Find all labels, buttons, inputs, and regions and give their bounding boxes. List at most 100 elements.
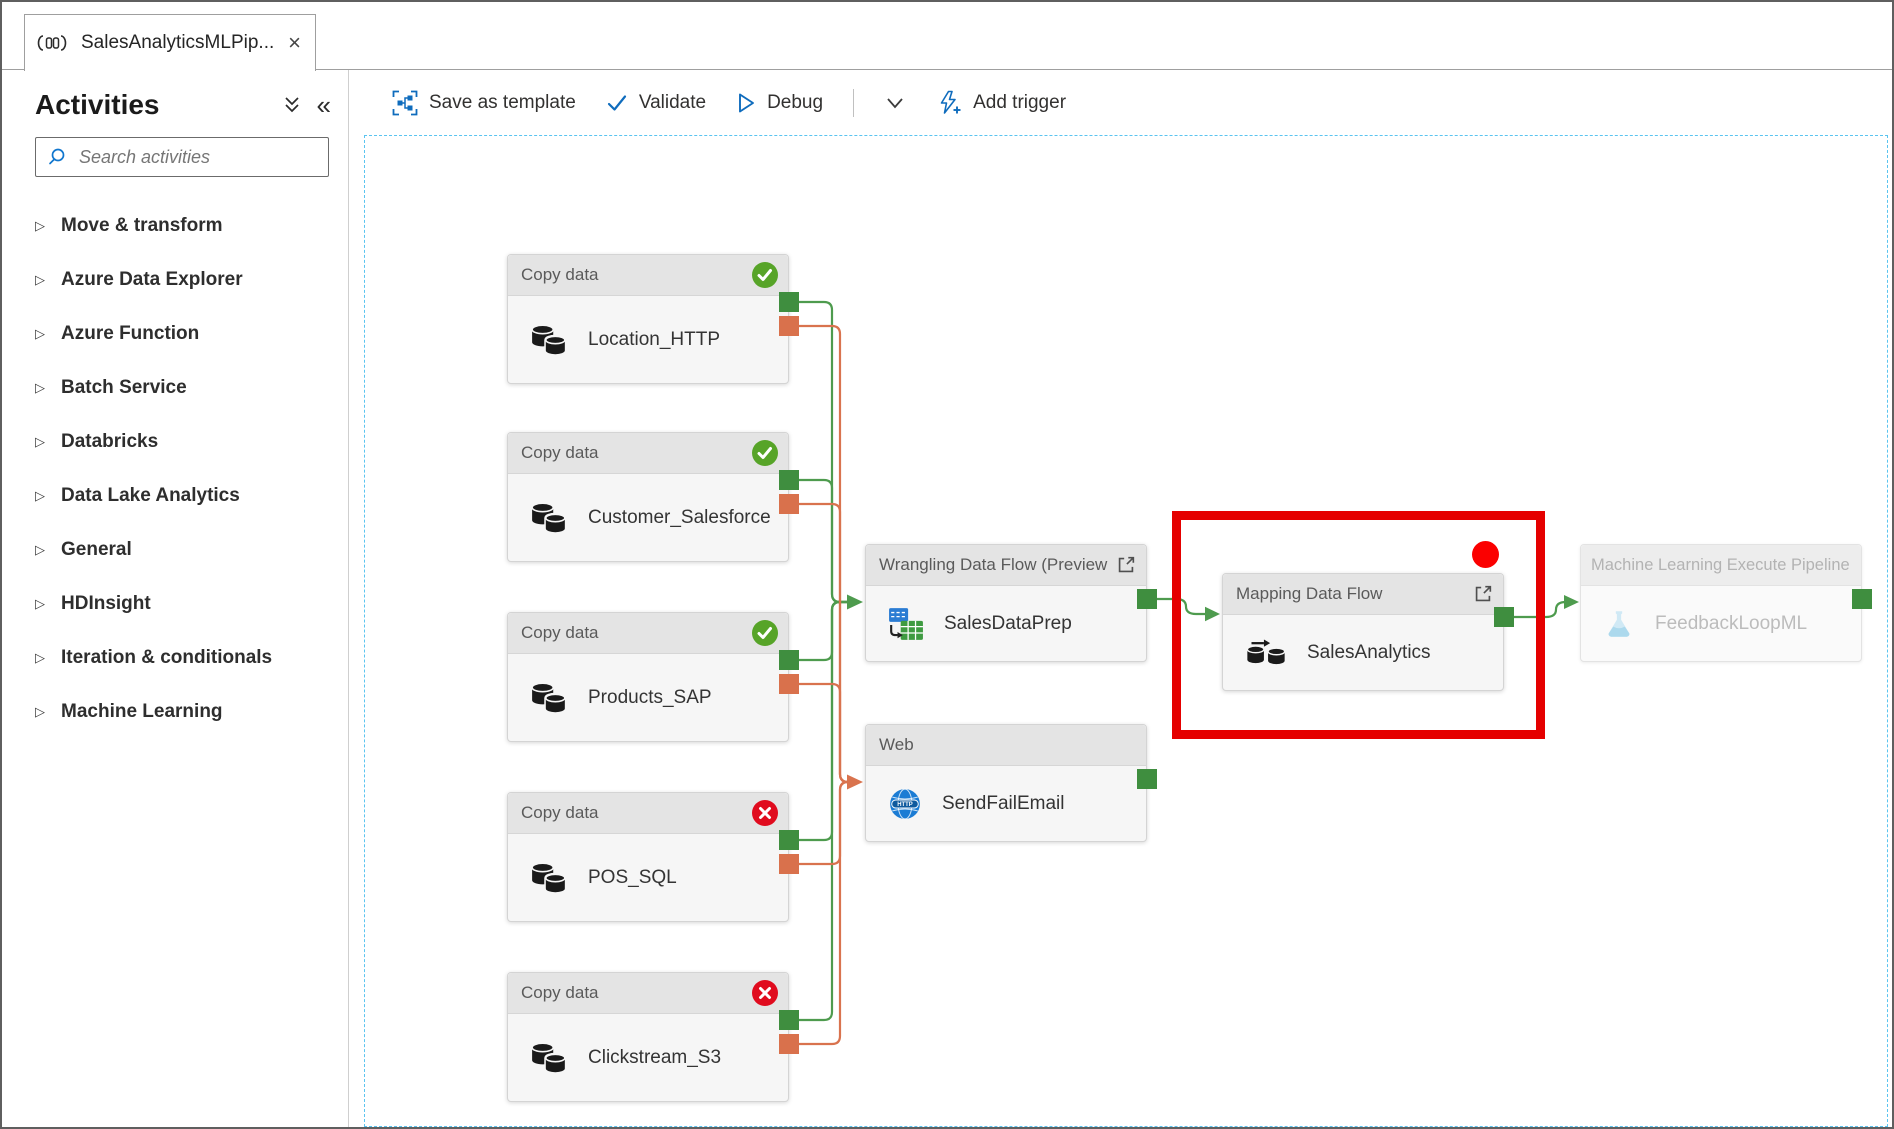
activity-categories: ▷Move & transform ▷Azure Data Explorer ▷… — [35, 199, 348, 739]
chevron-right-icon: ▷ — [35, 272, 45, 287]
node-name-label: POS_SQL — [588, 866, 677, 888]
node-header: Copy data — [508, 613, 788, 654]
open-external-icon[interactable] — [1115, 554, 1137, 576]
sidebar-item-databricks[interactable]: ▷Databricks — [35, 415, 348, 469]
node-header: Wrangling Data Flow (Preview — [866, 545, 1146, 586]
output-port-failure[interactable] — [779, 1034, 799, 1054]
sidebar-item-data-lake-analytics[interactable]: ▷Data Lake Analytics — [35, 469, 348, 523]
open-external-icon[interactable] — [1472, 583, 1494, 605]
activities-sidebar: Activities « ▷Move & transform ▷Azure Da… — [4, 71, 348, 1125]
output-port-success[interactable] — [1137, 589, 1157, 609]
chevron-right-icon: ▷ — [35, 326, 45, 341]
sidebar-item-move-and-transform[interactable]: ▷Move & transform — [35, 199, 348, 253]
activity-node-sendfailemail[interactable]: Web HTTP SendFailEmail — [865, 724, 1147, 842]
chevron-right-icon: ▷ — [35, 380, 45, 395]
search-input[interactable] — [77, 145, 320, 169]
add-trigger-button[interactable]: Add trigger — [936, 90, 1066, 116]
output-port-failure[interactable] — [779, 494, 799, 514]
node-header: Copy data — [508, 973, 788, 1014]
node-body: HTTP SendFailEmail — [866, 766, 1146, 841]
copy-data-icon — [530, 861, 567, 894]
sidebar-item-general[interactable]: ▷General — [35, 523, 348, 577]
output-port-success[interactable] — [779, 650, 799, 670]
play-icon — [739, 93, 755, 112]
activity-node-products-sap[interactable]: Copy data Products_SAP — [507, 612, 789, 742]
output-port-success[interactable] — [779, 830, 799, 850]
status-success-icon — [752, 440, 778, 466]
sidebar-item-label: General — [61, 539, 132, 560]
http-web-icon: HTTP — [890, 788, 920, 819]
debug-dropdown-chevron-icon[interactable] — [884, 94, 906, 112]
tab-title: SalesAnalyticsMLPip... — [81, 32, 275, 53]
node-name-label: Products_SAP — [588, 686, 712, 708]
sidebar-item-label: Move & transform — [61, 215, 223, 236]
node-body: Customer_Salesforce — [508, 474, 788, 561]
activity-node-location-http[interactable]: Copy data Location_HTTP — [507, 254, 789, 384]
node-body: Products_SAP — [508, 654, 788, 741]
activity-output-ports — [779, 292, 1872, 1054]
tabstrip-divider — [2, 69, 1892, 70]
status-success-icon — [752, 262, 778, 288]
output-port-success[interactable] — [779, 1010, 799, 1030]
sidebar-item-azure-data-explorer[interactable]: ▷ Azure Data Explorer — [35, 253, 348, 307]
wrangling-data-flow-icon — [889, 607, 923, 640]
chevron-right-icon: ▷ — [35, 596, 45, 611]
node-name-label: Location_HTTP — [588, 328, 721, 350]
node-name-label: SalesAnalytics — [1307, 641, 1431, 663]
activity-node-feedbackloopml[interactable]: Machine Learning Execute Pipeline Feedba… — [1580, 544, 1862, 662]
node-name-label: Customer_Salesforce — [588, 506, 771, 528]
copy-data-icon — [530, 323, 567, 356]
checkmark-icon — [607, 94, 626, 111]
sidebar-item-label: Batch Service — [61, 377, 187, 398]
sidebar-item-iteration-and-conditionals[interactable]: ▷Iteration & conditionals — [35, 631, 348, 685]
svg-text:HTTP: HTTP — [897, 802, 913, 808]
activities-title: Activities — [35, 89, 160, 120]
node-type-label: Web — [879, 735, 914, 754]
node-type-label: Copy data — [521, 623, 599, 642]
collapse-panel-icon[interactable]: « — [316, 90, 331, 120]
validate-button[interactable]: Validate — [606, 92, 706, 114]
activity-node-salesdataprep[interactable]: Wrangling Data Flow (Preview SalesDataPr… — [865, 544, 1147, 662]
activity-node-customer-salesforce[interactable]: Copy data Customer_Salesforce — [507, 432, 789, 562]
sidebar-item-label: Machine Learning — [61, 701, 223, 722]
node-type-label: Wrangling Data Flow (Preview — [879, 555, 1108, 574]
sidebar-item-hdinsight[interactable]: ▷ HDInsight — [35, 577, 348, 631]
output-port-failure[interactable] — [779, 316, 799, 336]
save-as-template-label: Save as template — [429, 91, 576, 113]
status-failed-icon — [752, 980, 778, 1006]
mapping-data-flow-icon — [1246, 639, 1286, 666]
status-failed-icon — [752, 800, 778, 826]
save-as-template-button[interactable]: Save as template — [392, 90, 576, 116]
sidebar-item-label: HDInsight — [61, 593, 151, 614]
node-header: Web — [866, 725, 1146, 766]
output-port-success[interactable] — [1137, 769, 1157, 789]
close-icon[interactable]: × — [288, 30, 301, 55]
sidebar-item-label: Databricks — [61, 431, 159, 452]
debug-button[interactable]: Debug — [736, 92, 823, 114]
activity-node-clickstream-s3[interactable]: Copy data Clickstream_S3 — [507, 972, 789, 1102]
node-header: Copy data — [508, 793, 788, 834]
node-body: SalesDataPrep — [866, 586, 1146, 661]
node-header: Mapping Data Flow — [1223, 574, 1503, 615]
output-port-failure[interactable] — [779, 854, 799, 874]
node-body: SalesAnalytics — [1223, 615, 1503, 690]
output-port-failure[interactable] — [779, 674, 799, 694]
output-port-success[interactable] — [1852, 589, 1872, 609]
output-port-success[interactable] — [1494, 607, 1514, 627]
sidebar-item-machine-learning[interactable]: ▷ Machine Learning — [35, 685, 348, 739]
pipeline-tab[interactable]: SalesAnalyticsMLPip... × — [24, 14, 316, 71]
activity-node-pos-sql[interactable]: Copy data POS_SQL — [507, 792, 789, 922]
search-activities-box — [35, 137, 329, 177]
sidebar-item-batch-service[interactable]: ▷ Batch Service — [35, 361, 348, 415]
output-port-success[interactable] — [779, 470, 799, 490]
node-type-label: Copy data — [521, 265, 599, 284]
collapse-all-icon[interactable] — [281, 94, 303, 116]
activity-node-salesanalytics[interactable]: Mapping Data Flow SalesAnalytics — [1222, 573, 1504, 691]
pipeline-icon — [37, 35, 67, 51]
chevron-right-icon: ▷ — [35, 704, 45, 719]
node-type-label: Machine Learning Execute Pipeline — [1591, 555, 1850, 574]
sidebar-item-azure-function[interactable]: ▷Azure Function — [35, 307, 348, 361]
node-header: Machine Learning Execute Pipeline — [1581, 545, 1861, 586]
output-port-success[interactable] — [779, 292, 799, 312]
sidebar-item-label: Azure Data Explorer — [61, 269, 243, 290]
